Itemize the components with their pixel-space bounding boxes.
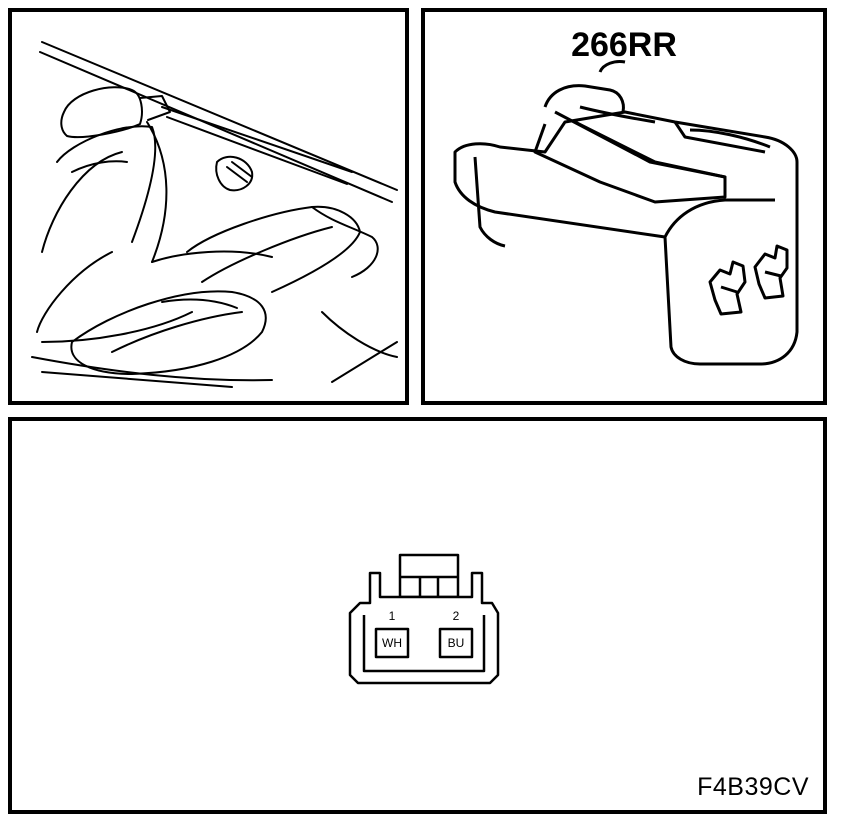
pin-1: 1 — [376, 607, 408, 625]
wire-color-2: BU — [447, 636, 465, 650]
connector-code: 266RR — [571, 26, 677, 64]
location-view-panel — [8, 8, 409, 405]
vehicle-interior-illustration — [31, 41, 398, 388]
connector-illustration — [453, 60, 799, 366]
pin-2: 2 — [440, 607, 472, 625]
pin-number-1: 1 — [388, 609, 396, 623]
pin-2-color: BU — [440, 629, 472, 657]
wire-color-1: WH — [382, 636, 402, 650]
terminal-face-panel: 1 WH 2 BU F4B39CV — [8, 417, 827, 814]
pin-1-color: WH — [376, 629, 408, 657]
connector-view-panel: 266RR — [421, 8, 827, 405]
figure-id: F4B39CV — [697, 773, 809, 801]
terminal-face-illustration — [348, 553, 500, 685]
pin-number-2: 2 — [452, 609, 460, 623]
